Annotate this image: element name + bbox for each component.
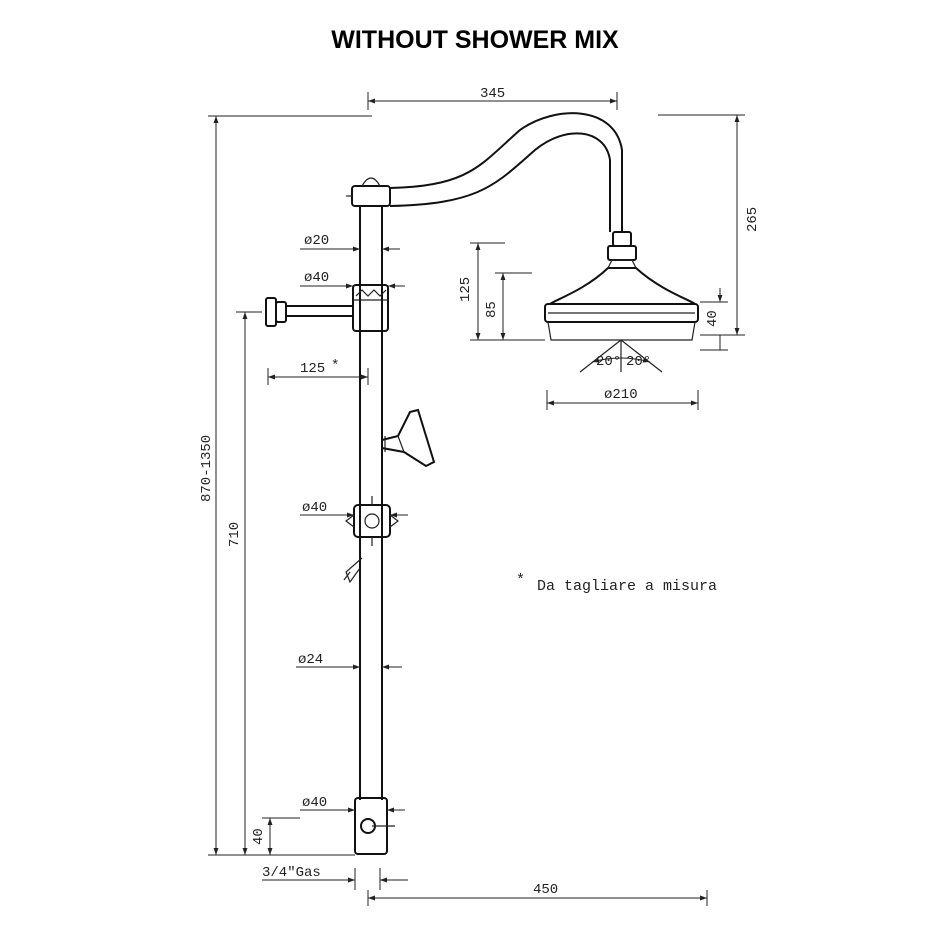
dim-bracket-125-label: 125 xyxy=(300,361,325,377)
spray-angle xyxy=(579,339,663,373)
dim-base-height xyxy=(262,817,300,855)
top-cap xyxy=(346,177,391,207)
hand-shower xyxy=(381,408,436,468)
dim-head-125-label: 125 xyxy=(458,277,474,302)
top-clamp xyxy=(352,284,389,332)
diagram-title: WITHOUT SHOWER MIX xyxy=(331,26,619,54)
dim-450-label: 450 xyxy=(533,882,558,898)
dim-top-20-label: ø20 xyxy=(304,233,329,249)
dim-710-label: 710 xyxy=(227,522,243,547)
dim-bracket-125 xyxy=(267,368,369,385)
dim-head-40-label: 40 xyxy=(705,310,721,327)
dim-base-height-label: 40 xyxy=(251,828,267,845)
dim-450 xyxy=(367,890,708,906)
dim-head-85 xyxy=(495,272,532,340)
dim-head-40 xyxy=(700,288,728,351)
shower-arm xyxy=(389,112,623,232)
dim-total-height xyxy=(208,115,372,856)
dim-345 xyxy=(367,92,618,110)
dim-inlet-label: 3/4"Gas xyxy=(262,865,321,881)
dim-210 xyxy=(546,390,699,410)
dim-265-label: 265 xyxy=(745,207,761,232)
dim-clamp-40-label: ø40 xyxy=(304,270,329,286)
dim-head-125 xyxy=(470,242,545,341)
angle-left-label: 20° xyxy=(596,354,621,370)
note-asterisk: * xyxy=(516,572,525,589)
note-text: Da tagliare a misura xyxy=(537,578,717,595)
dim-710 xyxy=(236,311,262,855)
dim-slider-40-label: ø40 xyxy=(302,500,327,516)
shower-head xyxy=(544,231,699,341)
dim-total-height-label: 870-1350 xyxy=(199,435,215,502)
base-fitting xyxy=(354,797,395,855)
angle-right-label: 20° xyxy=(626,354,651,370)
dim-inlet xyxy=(262,868,408,890)
dim-head-85-label: 85 xyxy=(484,301,500,318)
dim-bracket-asterisk: * xyxy=(331,358,339,374)
slider xyxy=(345,496,399,546)
dim-pipe-24-label: ø24 xyxy=(298,652,323,668)
dim-210-label: ø210 xyxy=(604,387,638,403)
hose xyxy=(343,557,363,584)
riser-pipe xyxy=(359,205,383,800)
dim-base-40-label: ø40 xyxy=(302,795,327,811)
wall-bracket xyxy=(265,297,353,327)
dim-345-label: 345 xyxy=(480,86,505,102)
dim-265 xyxy=(658,114,745,336)
